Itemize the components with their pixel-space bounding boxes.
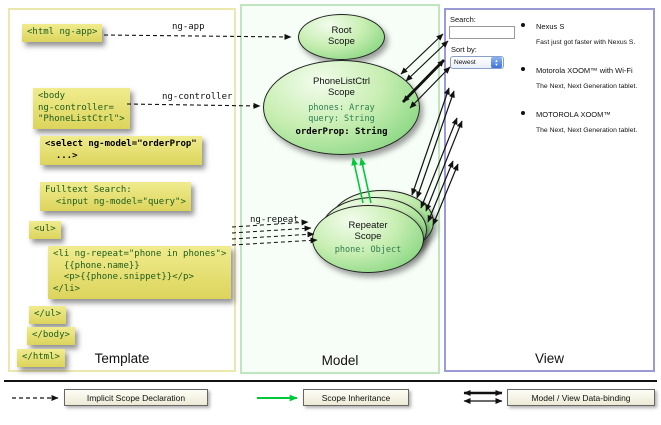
repeater-scope-ellipse: Repeater Scope phone: Object: [312, 205, 424, 273]
ng-controller-label: ng-controller: [162, 92, 233, 102]
sort-select[interactable]: Newest ▲ ▼: [450, 56, 504, 69]
repeater-scope-title: Repeater Scope: [348, 220, 388, 243]
legend-model-view-data-binding: Model / View Data-binding: [507, 389, 655, 406]
stepper-up-icon: ▲: [494, 57, 499, 63]
select-stepper-icon: ▲ ▼: [491, 57, 502, 68]
stepper-down-icon: ▼: [494, 61, 499, 67]
model-panel-label: Model: [321, 353, 359, 368]
phone-name: Nexus S: [536, 22, 565, 31]
code-ul-close: </ul>: [29, 306, 67, 324]
phone-list-item: Motorola XOOM™ with Wi-Fi The Next, Next…: [536, 60, 659, 90]
code-fulltext-search: Fulltext Search: <input ng-model="query"…: [40, 182, 191, 212]
phonelistctrl-scope-title: PhoneListCtrl Scope: [312, 76, 371, 98]
root-scope-ellipse: Root Scope: [298, 14, 385, 60]
code-li-ng-repeat: <li ng-repeat="phone in phones"> {{phone…: [48, 246, 232, 299]
view-panel-label: View: [534, 351, 565, 366]
sortby-label: Sort by:: [451, 45, 477, 54]
phone-snippet: Fast just got faster with Nexus S.: [536, 39, 636, 46]
legend-scope-inheritance: Scope Inheritance: [303, 389, 409, 406]
code-html-close: </html>: [17, 349, 65, 367]
code-html-ng-app: <html ng-app>: [22, 24, 103, 42]
phone-snippet: The Next, Next Generation tablet.: [536, 127, 638, 134]
root-scope-title: Root Scope: [328, 25, 355, 47]
scope-prop-query: query: String: [308, 114, 375, 125]
phone-snippet: The Next, Next Generation tablet.: [536, 83, 638, 90]
ng-repeat-label: ng-repeat: [250, 215, 299, 225]
code-ul-open: <ul>: [29, 221, 61, 239]
phone-list-item: MOTOROLA XOOM™ The Next, Next Generation…: [536, 104, 659, 134]
phone-name: Motorola XOOM™ with Wi-Fi: [536, 66, 633, 75]
ng-app-label: ng-app: [172, 22, 205, 32]
phone-list: Nexus S Fast just got faster with Nexus …: [527, 16, 659, 148]
code-select-ng-model: <select ng-model="orderProp" ...>: [40, 136, 202, 166]
scope-prop-phones: phones: Array: [308, 102, 375, 113]
search-label: Search:: [450, 15, 476, 24]
phone-list-item: Nexus S Fast just got faster with Nexus …: [536, 16, 659, 46]
legend-implicit-scope-declaration: Implicit Scope Declaration: [64, 389, 208, 406]
code-body-ng-controller: <body ng-controller= "PhoneListCtrl">: [33, 88, 130, 130]
template-panel-label: Template: [94, 351, 150, 366]
sort-select-value: Newest: [454, 59, 476, 66]
phone-name: MOTOROLA XOOM™: [536, 110, 611, 119]
search-input[interactable]: [449, 26, 515, 39]
scope-prop-phone: phone: Object: [334, 245, 402, 256]
legend-divider: [4, 380, 657, 382]
scope-prop-orderprop: orderProp: String: [295, 126, 388, 137]
code-body-close: </body>: [27, 327, 75, 345]
phonelistctrl-scope-ellipse: PhoneListCtrl Scope phones: Array query:…: [263, 60, 420, 155]
